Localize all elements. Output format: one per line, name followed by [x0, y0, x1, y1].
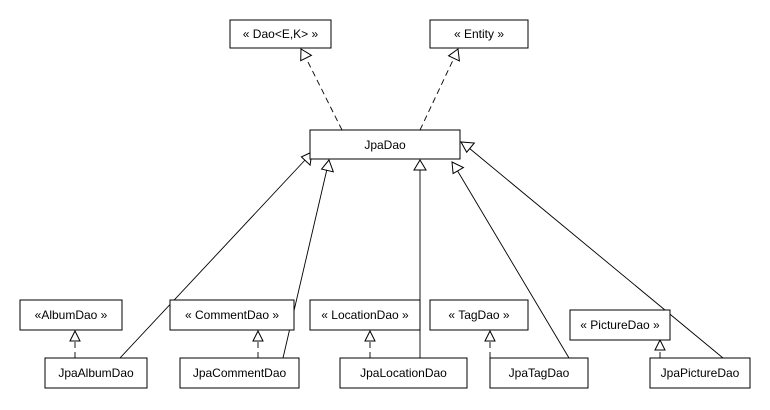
class-albumdao-interface-label: «AlbumDao » — [35, 308, 108, 322]
class-jpapicturedao[interactable]: JpaPictureDao — [649, 357, 751, 389]
edge-jpatagdao-realizes-tagdao — [484, 329, 496, 358]
edge-jpapicturedao-realizes-picturedao — [654, 338, 666, 358]
class-jpadao[interactable]: JpaDao — [309, 129, 461, 160]
class-dao-interface-label: « Dao<E,K> » — [243, 27, 319, 41]
edge-jpatagdao-extends-jpadao — [451, 161, 570, 359]
class-albumdao-interface[interactable]: «AlbumDao » — [19, 299, 123, 331]
class-entity-interface-label: « Entity » — [454, 27, 504, 41]
class-commentdao-interface-label: « CommentDao » — [185, 308, 279, 322]
class-dao-interface[interactable]: « Dao<E,K> » — [229, 19, 332, 49]
class-jpalocationdao-label: JpaLocationDao — [360, 366, 447, 380]
class-jpaalbumdao[interactable]: JpaAlbumDao — [44, 357, 148, 389]
class-jpatagdao[interactable]: JpaTagDao — [489, 357, 589, 389]
class-entity-interface[interactable]: « Entity » — [429, 19, 529, 49]
class-jpatagdao-label: JpaTagDao — [509, 366, 570, 380]
edge-jpalocationdao-realizes-locationdao — [364, 329, 376, 358]
class-locationdao-interface-label: « LocationDao » — [321, 308, 409, 322]
edge-jpapicturedao-extends-jpadao — [460, 141, 724, 359]
edge-jpadao-realizes-dao — [300, 48, 343, 131]
class-jpadao-label: JpaDao — [364, 138, 406, 152]
edge-jpacommentdao-realizes-commentdao — [252, 329, 264, 358]
class-jpapicturedao-label: JpaPictureDao — [661, 366, 740, 380]
class-picturedao-interface-label: « PictureDao » — [580, 318, 660, 332]
class-locationdao-interface[interactable]: « LocationDao » — [309, 299, 421, 331]
class-picturedao-interface[interactable]: « PictureDao » — [569, 309, 671, 341]
class-jpalocationdao[interactable]: JpaLocationDao — [339, 357, 468, 389]
edge-jpadao-realizes-entity — [419, 48, 461, 131]
edge-jpaalbumdao-realizes-albumdao — [69, 329, 81, 358]
class-tagdao-interface[interactable]: « TagDao » — [429, 299, 529, 331]
class-commentdao-interface[interactable]: « CommentDao » — [169, 299, 295, 331]
class-tagdao-interface-label: « TagDao » — [448, 308, 509, 322]
class-jpacommentdao[interactable]: JpaCommentDao — [179, 357, 300, 389]
class-jpaalbumdao-label: JpaAlbumDao — [58, 366, 134, 380]
class-jpacommentdao-label: JpaCommentDao — [193, 366, 287, 380]
